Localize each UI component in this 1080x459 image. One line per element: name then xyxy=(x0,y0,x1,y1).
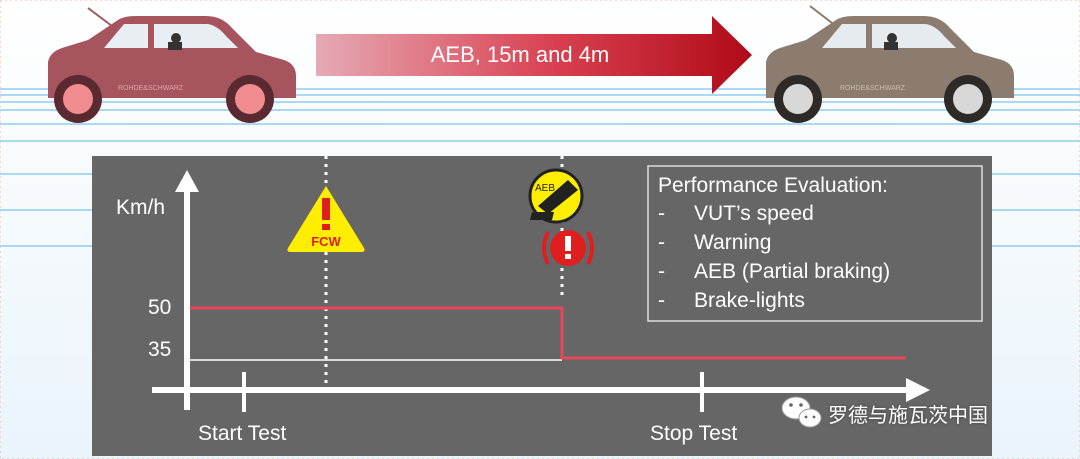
target-car: ROHDE&SCHWARZ xyxy=(766,5,1014,123)
evaluation-item: - AEB (Partial braking) xyxy=(658,260,890,284)
aeb-braking-icon: AEB xyxy=(528,168,584,224)
evaluation-item: - Brake-lights xyxy=(658,289,805,313)
aeb-direction-arrow xyxy=(316,16,752,94)
aeb-badge-text: AEB xyxy=(535,183,555,194)
car-logo-text-2: ROHDE&SCHWARZ xyxy=(840,85,906,92)
evaluation-item-dash: - xyxy=(658,202,665,225)
vehicle-under-test-car: ROHDE&SCHWARZ xyxy=(48,7,296,123)
banner-label: AEB, 15m and 4m xyxy=(430,42,610,67)
watermark-text: 罗德与施瓦茨中国 xyxy=(828,402,988,427)
wechat-icon xyxy=(781,396,822,428)
fcw-badge-text: FCW xyxy=(311,234,341,249)
watermark: 罗德与施瓦茨中国 xyxy=(828,396,988,430)
stop-test-label: Stop Test xyxy=(650,422,738,445)
evaluation-item-text: VUT’s speed xyxy=(694,202,814,225)
evaluation-item-dash: - xyxy=(658,289,665,312)
chart-axes xyxy=(152,170,930,412)
evaluation-item: - VUT’s speed xyxy=(658,202,814,226)
evaluation-item: - Warning xyxy=(658,231,771,255)
y-axis-label: Km/h xyxy=(116,196,166,219)
evaluation-item-dash: - xyxy=(658,260,665,283)
fcw-warning-icon: FCW xyxy=(287,186,365,252)
evaluation-item-text: AEB (Partial braking) xyxy=(694,260,891,283)
evaluation-item-dash: - xyxy=(658,231,665,254)
y-tick-35: 35 xyxy=(148,338,172,361)
start-test-label: Start Test xyxy=(198,422,287,445)
evaluation-item-text: Brake-lights xyxy=(694,289,805,312)
brake-warning-icon xyxy=(542,230,594,266)
evaluation-box xyxy=(647,165,983,322)
y-tick-50: 50 xyxy=(148,296,172,319)
speed-profile-line xyxy=(190,306,906,360)
evaluation-title: Performance Evaluation: xyxy=(658,174,888,197)
car-logo-text: ROHDE&SCHWARZ xyxy=(118,85,184,92)
evaluation-item-text: Warning xyxy=(694,231,772,254)
